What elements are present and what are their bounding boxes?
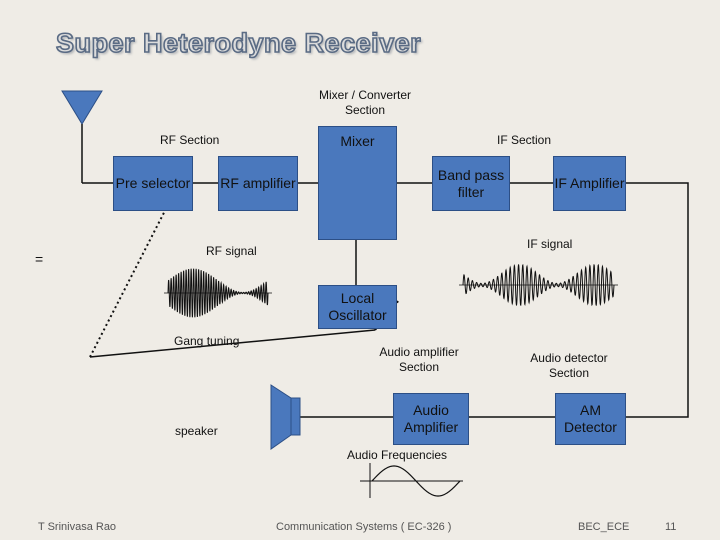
local-oscillator-block: Local Oscillator (318, 285, 397, 329)
gang-tuning-line (89, 329, 376, 358)
audio-frequency-waveform (360, 463, 463, 498)
rf-signal-label: RF signal (206, 244, 257, 258)
footer-dept: BEC_ECE (578, 521, 630, 533)
rf-signal-waveform (164, 268, 272, 318)
if-section-label: IF Section (497, 133, 552, 147)
audio-amplifier-block: Audio Amplifier (393, 393, 469, 445)
audio-amplifier-section-label: Audio amplifier Section (379, 345, 459, 374)
rf-amplifier-block: RF amplifier (218, 156, 298, 211)
band-pass-filter-block: Band pass filter (432, 156, 510, 211)
wire-ifamp-detector (626, 182, 689, 418)
audio-frequencies-label: Audio Frequencies (347, 448, 448, 462)
footer-page-number: 11 (665, 521, 677, 533)
mixer-converter-section-label: Mixer / Converter Section (318, 88, 412, 117)
if-signal-label: IF signal (527, 237, 573, 251)
if-signal-waveform (459, 263, 618, 307)
antenna-icon (61, 90, 103, 183)
am-detector-block: AM Detector (555, 393, 626, 445)
mixer-block: Mixer (318, 126, 397, 240)
footer-author: T Srinivasa Rao (38, 521, 117, 533)
rf-section-label: RF Section (160, 133, 220, 147)
ground-marker: = (35, 251, 44, 267)
footer-course: Communication Systems ( EC-326 ) (276, 521, 452, 533)
if-amplifier-block: IF Amplifier (553, 156, 626, 211)
speaker-icon (270, 384, 301, 450)
speaker-label: speaker (175, 424, 218, 438)
gang-tuning-label: Gang tuning (174, 334, 240, 348)
audio-detector-section-label: Audio detector Section (530, 351, 608, 380)
gang-tuning-dashed-to-preselector (89, 196, 173, 358)
mixer-label: Mixer (340, 133, 375, 149)
page-title: Super Heterodyne Receiver (55, 27, 422, 59)
pre-selector-block: Pre selector (113, 156, 193, 211)
